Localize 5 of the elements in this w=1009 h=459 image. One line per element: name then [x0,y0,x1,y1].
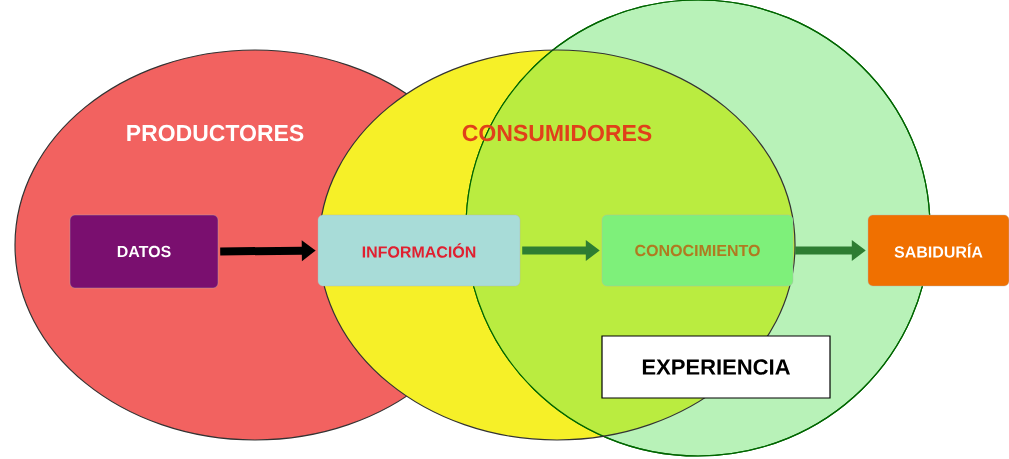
process-box: DATOS [69,214,219,289]
process-box: SABIDURÍA [867,214,1009,287]
label-box: EXPERIENCIA [601,335,831,399]
process-box: INFORMACIÓN [317,214,521,287]
process-box: CONOCIMIENTO [601,214,794,287]
